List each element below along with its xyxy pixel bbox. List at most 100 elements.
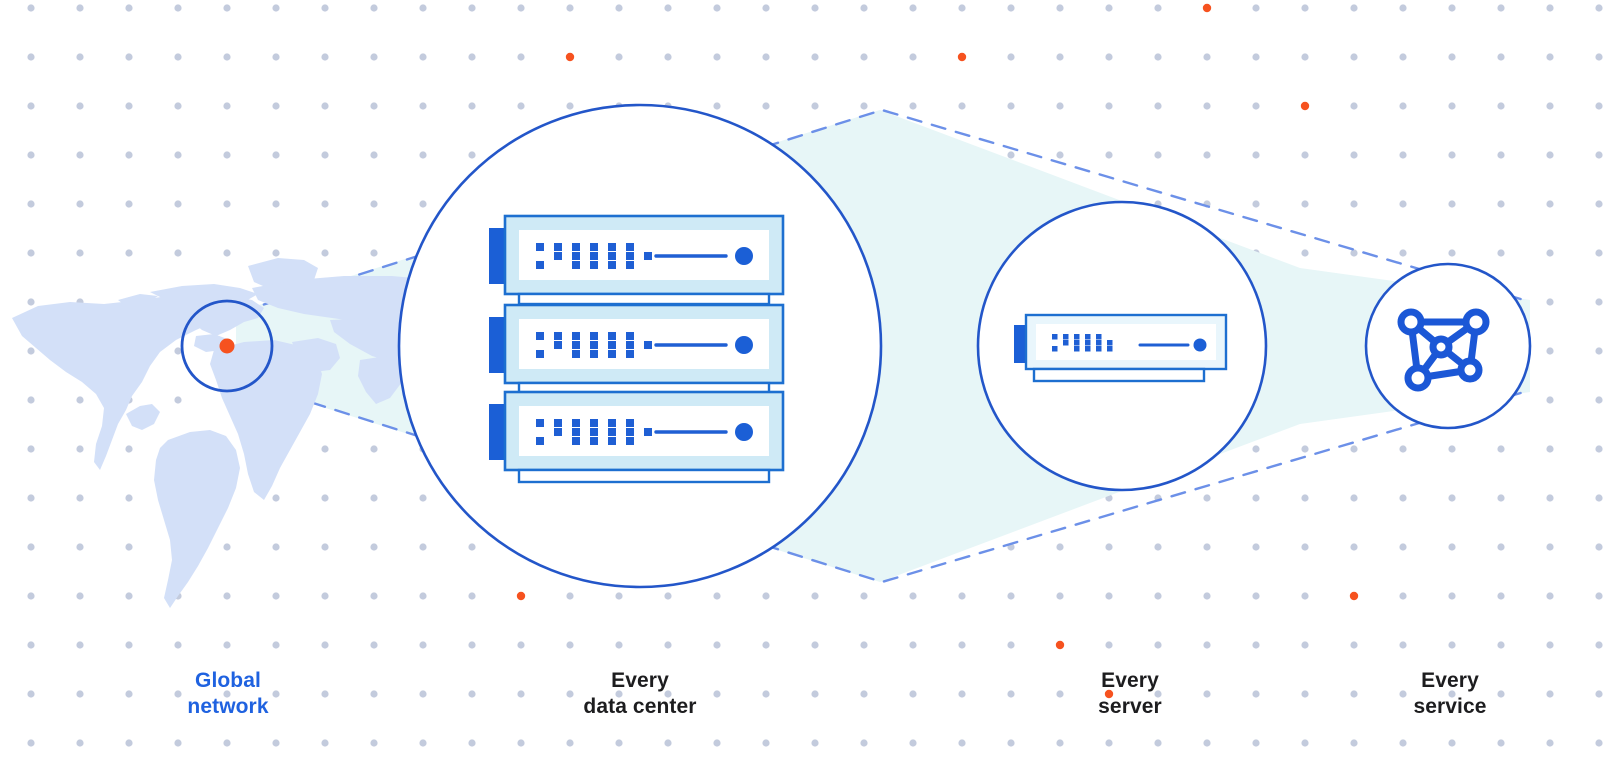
grid-dot xyxy=(419,739,427,747)
grid-dot xyxy=(1546,53,1554,61)
grid-dot xyxy=(762,690,770,698)
grid-dot xyxy=(1154,4,1162,12)
label-global-network: Global network xyxy=(187,669,269,718)
grid-dot xyxy=(1546,347,1554,355)
grid-dot xyxy=(1350,102,1358,110)
grid-dot xyxy=(762,53,770,61)
server-dot-matrix xyxy=(1052,334,1113,352)
grid-dot xyxy=(1546,739,1554,747)
grid-dot xyxy=(1497,445,1505,453)
grid-dot xyxy=(1350,690,1358,698)
grid-dot xyxy=(370,641,378,649)
grid-dot xyxy=(1497,641,1505,649)
grid-dot xyxy=(1252,102,1260,110)
grid-dot xyxy=(76,249,84,257)
grid-dot xyxy=(1105,4,1113,12)
grid-dot xyxy=(762,102,770,110)
grid-dot xyxy=(811,4,819,12)
grid-dot xyxy=(860,4,868,12)
grid-dot xyxy=(1497,151,1505,159)
grid-dot xyxy=(272,641,280,649)
grid-dot xyxy=(223,4,231,12)
grid-dot xyxy=(419,690,427,698)
grid-dot xyxy=(1252,200,1260,208)
grid-dot xyxy=(1497,690,1505,698)
grid-dot xyxy=(1497,200,1505,208)
grid-dot xyxy=(76,200,84,208)
grid-dot xyxy=(566,641,574,649)
grid-dot xyxy=(76,690,84,698)
grid-dot xyxy=(76,494,84,502)
grid-dot xyxy=(615,53,623,61)
grid-dot xyxy=(1203,102,1211,110)
grid-dot xyxy=(1546,200,1554,208)
grid-dot xyxy=(1448,543,1456,551)
grid-dot xyxy=(370,739,378,747)
grid-dot xyxy=(1497,494,1505,502)
grid-dot xyxy=(1301,690,1309,698)
grid-dot xyxy=(1154,592,1162,600)
grid-dot xyxy=(958,690,966,698)
grid-dot xyxy=(1595,4,1603,12)
grid-dot xyxy=(1203,641,1211,649)
grid-dot xyxy=(370,151,378,159)
grid-dot xyxy=(1448,151,1456,159)
grid-dot xyxy=(174,53,182,61)
grid-dot xyxy=(76,4,84,12)
grid-dot xyxy=(27,151,35,159)
grid-dot xyxy=(1399,4,1407,12)
grid-dot xyxy=(223,249,231,257)
grid-dot xyxy=(1350,543,1358,551)
grid-dot xyxy=(1007,4,1015,12)
grid-dot xyxy=(517,4,525,12)
grid-dot xyxy=(811,641,819,649)
server-status-knob xyxy=(1193,338,1207,352)
grid-dot xyxy=(272,151,280,159)
grid-dot xyxy=(517,641,525,649)
grid-dot xyxy=(811,102,819,110)
grid-dot xyxy=(321,102,329,110)
grid-dot xyxy=(76,151,84,159)
grid-dot xyxy=(1546,249,1554,257)
grid-dot xyxy=(76,592,84,600)
grid-dot xyxy=(1252,151,1260,159)
grid-dot xyxy=(1595,739,1603,747)
grid-dot xyxy=(174,4,182,12)
label-every-data-center: Every data center xyxy=(583,669,697,718)
global-network-circle xyxy=(180,299,274,393)
grid-dot xyxy=(321,249,329,257)
grid-dot xyxy=(1497,249,1505,257)
grid-dot xyxy=(1252,4,1260,12)
grid-dot xyxy=(174,200,182,208)
grid-dot xyxy=(1105,53,1113,61)
grid-dot xyxy=(860,739,868,747)
grid-dot-accent xyxy=(1300,101,1310,111)
grid-dot xyxy=(1448,445,1456,453)
grid-dot xyxy=(125,4,133,12)
grid-dot xyxy=(27,298,35,306)
grid-dot xyxy=(1203,53,1211,61)
grid-dot xyxy=(615,690,623,698)
grid-dot xyxy=(958,4,966,12)
grid-dot xyxy=(125,200,133,208)
grid-dot xyxy=(27,249,35,257)
grid-dot xyxy=(174,151,182,159)
grid-dot xyxy=(174,396,182,404)
grid-dot xyxy=(1448,53,1456,61)
grid-dot xyxy=(1546,102,1554,110)
grid-dot xyxy=(125,494,133,502)
grid-dot xyxy=(27,396,35,404)
grid-dot xyxy=(27,592,35,600)
grid-dot xyxy=(762,641,770,649)
grid-dot xyxy=(1350,53,1358,61)
grid-dot xyxy=(27,641,35,649)
grid-dot xyxy=(762,592,770,600)
grid-dot xyxy=(1546,592,1554,600)
grid-dot xyxy=(664,641,672,649)
label-every-service: Every service xyxy=(1413,669,1487,718)
grid-dot xyxy=(909,4,917,12)
grid-dot xyxy=(615,592,623,600)
grid-dot xyxy=(370,494,378,502)
grid-dot xyxy=(811,739,819,747)
grid-dot xyxy=(1105,739,1113,747)
